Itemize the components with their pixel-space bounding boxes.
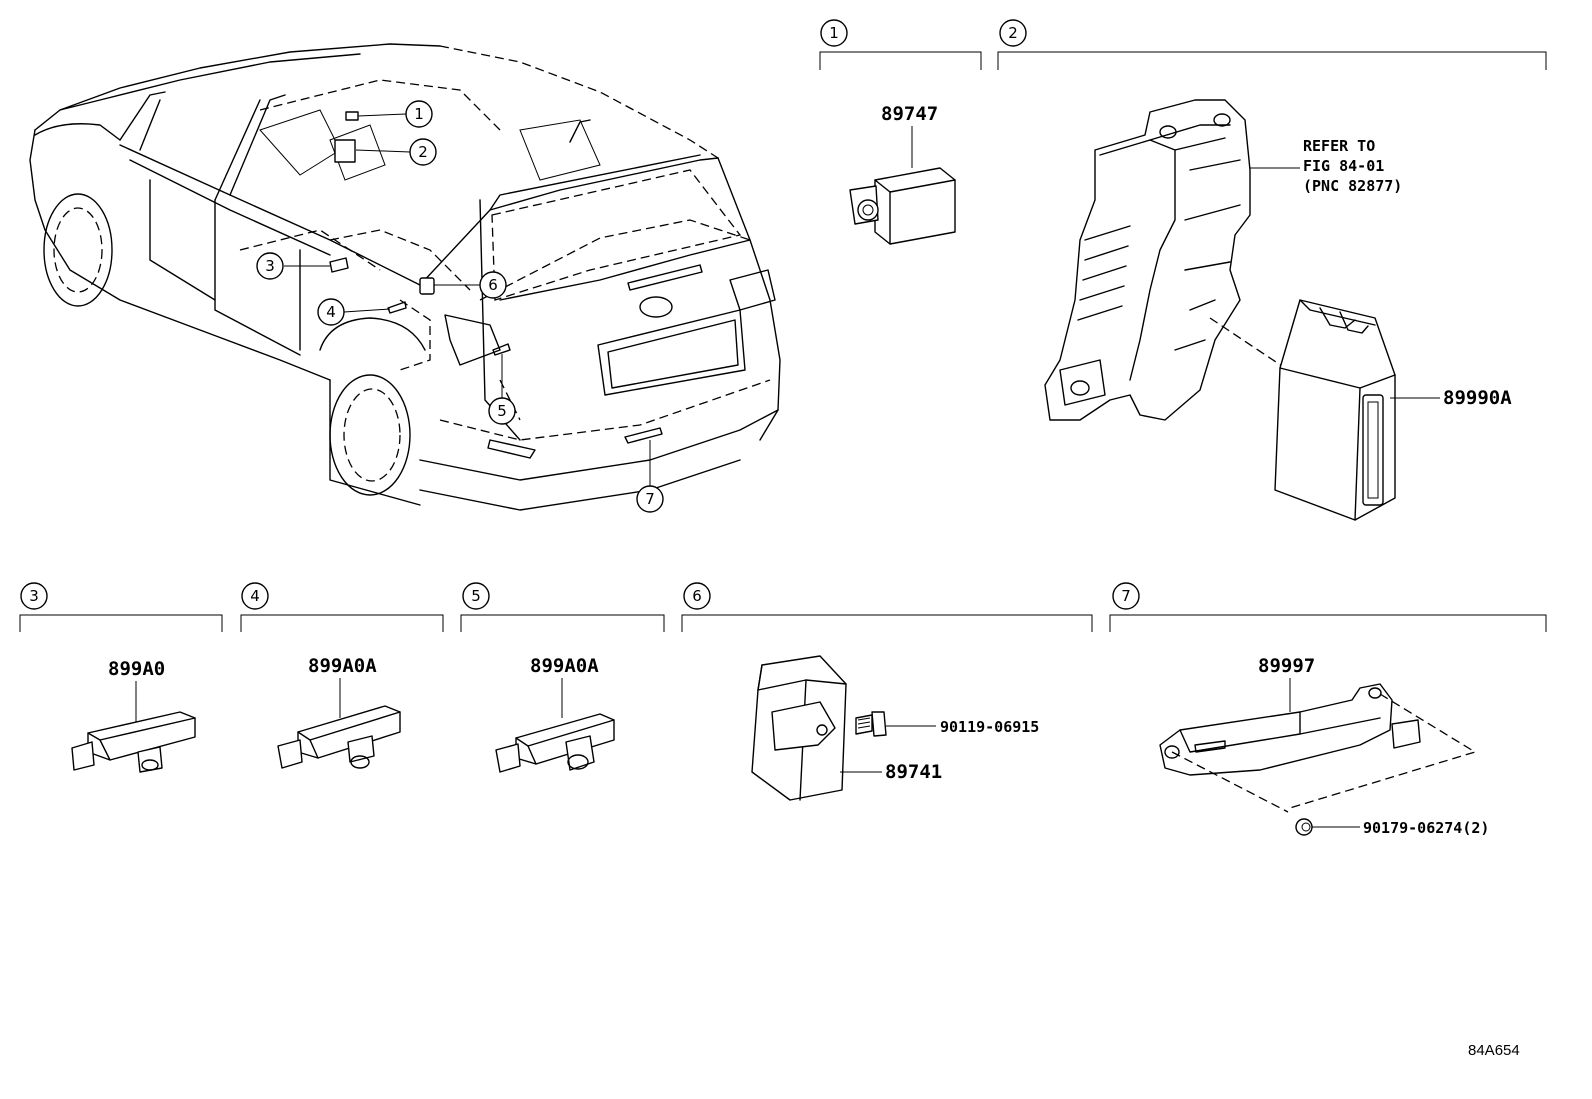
- part-number-899A0A-a: 899A0A: [308, 655, 377, 677]
- callout-6: 6: [479, 271, 507, 299]
- diagram-code: 84A654: [1468, 1042, 1520, 1059]
- refer-note-line3: (PNC 82877): [1303, 177, 1402, 195]
- part-899A0A-b-illustration: [495, 713, 615, 773]
- part-number-899A0: 899A0: [108, 658, 165, 680]
- ecu-89990A-illustration: [1274, 299, 1396, 521]
- part-number-899A0A-b: 899A0A: [530, 655, 599, 677]
- svg-text:4: 4: [250, 587, 260, 605]
- section-4: 4 899A0A: [240, 582, 444, 769]
- part-89997-illustration: [1159, 683, 1421, 776]
- section-5: 5 899A0A: [460, 582, 665, 773]
- part-number-89741: 89741: [885, 761, 942, 783]
- section-2: 2 REFER TO FIG 84-01 (PNC 82877): [997, 19, 1547, 521]
- svg-text:6: 6: [692, 587, 702, 605]
- section-7: 7 89997 90179-06274(2): [1109, 582, 1547, 837]
- clip-90179-06274-illustration: [1295, 818, 1313, 836]
- svg-text:2: 2: [1008, 24, 1018, 42]
- svg-text:6: 6: [488, 276, 498, 294]
- vehicle-illustration: 1 2 3 4 6 5 7: [29, 43, 781, 513]
- callout-5: 5: [488, 397, 516, 425]
- callout-1: 1: [405, 100, 433, 128]
- svg-text:7: 7: [645, 490, 655, 508]
- ecu-bracket-illustration: [1044, 99, 1251, 421]
- svg-text:3: 3: [29, 587, 39, 605]
- callout-3: 3: [256, 252, 284, 280]
- section-3: 3 899A0: [19, 582, 223, 773]
- part-899A0A-a-illustration: [277, 705, 401, 769]
- svg-text:1: 1: [829, 24, 839, 42]
- refer-note-line1: REFER TO: [1303, 137, 1375, 155]
- part-number-89997: 89997: [1258, 655, 1315, 677]
- callout-7: 7: [636, 485, 664, 513]
- bolt-90119-06915-illustration: [855, 711, 887, 737]
- svg-text:3: 3: [265, 257, 275, 275]
- part-899A0-illustration: [71, 711, 196, 773]
- part-number-90179-06274: 90179-06274(2): [1363, 819, 1489, 837]
- refer-note-line2: FIG 84-01: [1303, 157, 1384, 175]
- part-number-89747: 89747: [881, 103, 938, 125]
- svg-text:5: 5: [471, 587, 481, 605]
- part-89741-illustration: [751, 655, 847, 801]
- callout-4: 4: [317, 298, 345, 326]
- section-6: 6 90119-06915 89741: [681, 582, 1093, 801]
- callout-2: 2: [409, 138, 437, 166]
- svg-text:1: 1: [414, 105, 424, 123]
- svg-text:7: 7: [1121, 587, 1131, 605]
- svg-text:4: 4: [326, 303, 336, 321]
- part-89747-illustration: [849, 167, 956, 245]
- part-number-90119-06915: 90119-06915: [940, 718, 1039, 736]
- section-1: 1 89747: [819, 19, 982, 245]
- part-number-89990A: 89990A: [1443, 387, 1512, 409]
- svg-text:5: 5: [497, 402, 507, 420]
- svg-text:2: 2: [418, 143, 428, 161]
